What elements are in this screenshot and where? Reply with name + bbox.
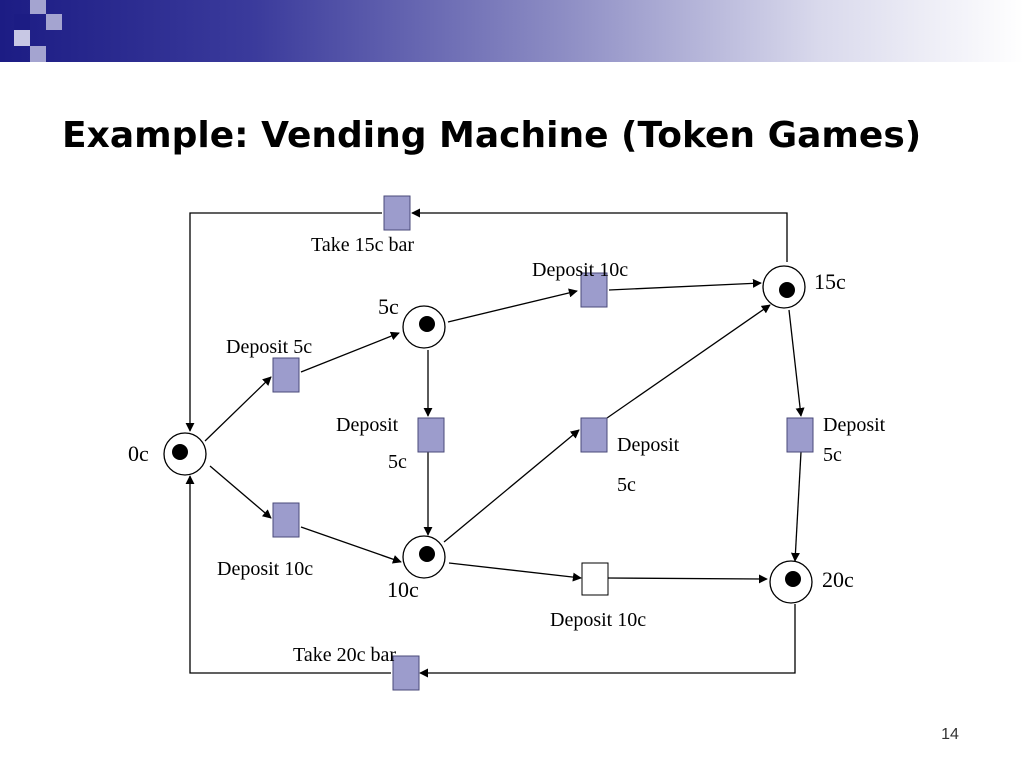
arc-p0-to-dep5 xyxy=(204,376,272,442)
corner-square-light xyxy=(30,46,46,62)
transition-take-15c-bar xyxy=(383,195,411,231)
place-label-10c: 10c xyxy=(387,577,419,602)
place-label-20c: 20c xyxy=(822,567,854,592)
label-deposit-5c-5-to-10-line1: Deposit xyxy=(336,414,399,436)
label-take-15c-bar: Take 15c bar xyxy=(311,234,414,256)
arc-p15-to-dep5d xyxy=(788,309,805,417)
arc-dep10-to-p10 xyxy=(300,526,402,564)
place-label-5c: 5c xyxy=(378,294,399,319)
place-0c xyxy=(163,432,207,476)
token xyxy=(419,316,435,332)
arc-p10-to-dep10c xyxy=(448,562,582,582)
arc-take15-to-p0 xyxy=(185,212,382,432)
arc-dep10b-to-p15 xyxy=(608,278,762,291)
token xyxy=(419,546,435,562)
place-label-0c: 0c xyxy=(128,441,149,466)
token xyxy=(785,571,801,587)
transition-deposit-10c-10-to-20 xyxy=(581,562,609,596)
arcs xyxy=(185,208,805,678)
transition-deposit-10c-5-to-15 xyxy=(580,272,608,308)
transition-deposit-10c-0-to-10 xyxy=(272,502,300,538)
token xyxy=(779,282,795,298)
arc-p0-to-dep10 xyxy=(209,465,272,519)
place-10c xyxy=(402,535,446,579)
corner-square-light xyxy=(14,30,30,46)
transition-deposit-5c-10-to-15 xyxy=(580,417,608,453)
corner-square-light xyxy=(30,0,46,14)
label-deposit-10c-10-to-20: Deposit 10c xyxy=(550,609,646,631)
arc-p15-to-take15 xyxy=(411,208,788,262)
arc-dep5-to-p5 xyxy=(300,331,400,373)
place-5c xyxy=(402,305,446,349)
arc-take20-to-p0 xyxy=(185,475,391,674)
label-deposit-5c-5-to-10-line2: 5c xyxy=(388,451,407,473)
slide-title: Example: Vending Machine (Token Games) xyxy=(62,115,922,156)
arc-dep5c-to-p15 xyxy=(606,304,771,419)
label-deposit-5c-10-to-15-line1: Deposit xyxy=(617,434,680,456)
corner-square-dark xyxy=(14,14,30,30)
place-15c xyxy=(762,265,806,309)
label-deposit-5c-0-to-5: Deposit 5c xyxy=(226,336,312,358)
label-deposit-10c-5-to-15: Deposit 10c xyxy=(532,259,628,281)
page-number: 14 xyxy=(941,726,959,743)
arc-dep5d-to-p20 xyxy=(790,451,802,562)
transition-deposit-5c-5-to-10 xyxy=(417,417,445,453)
token xyxy=(172,444,188,460)
label-deposit-10c-0-to-10: Deposit 10c xyxy=(217,558,313,580)
arc-p5-to-dep10b xyxy=(447,288,578,323)
transition-take-20c-bar xyxy=(392,655,420,691)
place-label-15c: 15c xyxy=(814,269,846,294)
label-take-20c-bar: Take 20c bar xyxy=(293,644,396,666)
label-deposit-5c-10-to-15-line2: 5c xyxy=(617,474,636,496)
arc-p20-to-take20 xyxy=(419,604,796,678)
arc-dep10c-to-p20 xyxy=(606,574,768,584)
place-20c xyxy=(769,560,813,604)
label-deposit-5c-15-to-20-line2: 5c xyxy=(823,444,842,466)
label-deposit-5c-15-to-20-line1: Deposit xyxy=(823,414,886,436)
transition-deposit-5c-0-to-5 xyxy=(272,357,300,393)
title-band xyxy=(0,0,1024,62)
transition-deposit-5c-15-to-20 xyxy=(786,417,814,453)
corner-square-light xyxy=(46,14,62,30)
transitions xyxy=(272,195,814,691)
arc-p10-to-dep5c xyxy=(443,429,580,543)
